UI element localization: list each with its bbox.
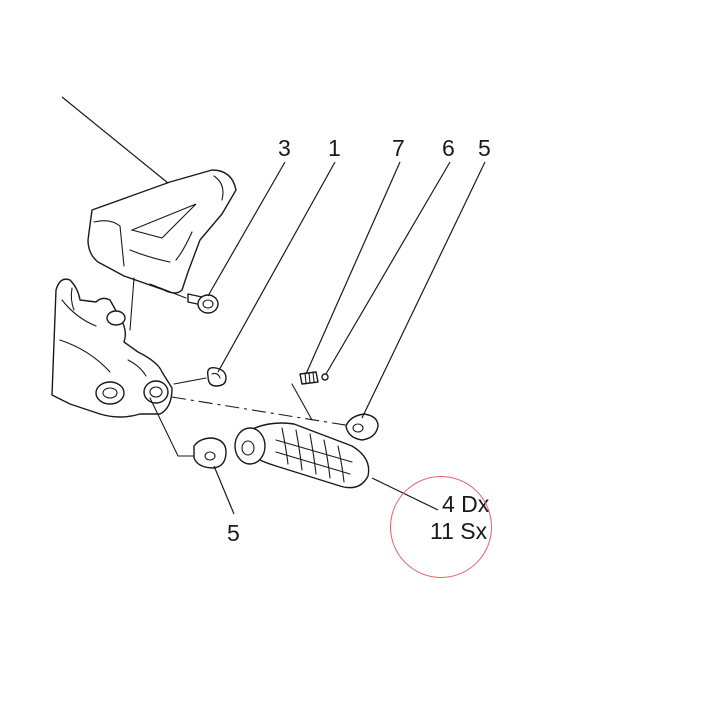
highlight-circle [390,476,492,578]
callout-3: 3 [278,135,291,161]
pin-axis-line [173,377,207,385]
callout-5-bottom: 5 [227,520,240,546]
washer-part-5-lower [193,437,227,469]
callout-5-top: 5 [478,135,491,161]
pivot-axis-line [171,396,377,431]
footpeg-part-4-11 [234,422,370,489]
spring-part-7 [299,371,319,385]
leader-5-lower [213,465,235,515]
footrest-bracket [51,278,173,418]
footpeg-axis-line [291,383,313,421]
leader-1 [217,161,336,373]
heel-guard-plate [87,169,237,331]
callout-7: 7 [392,135,405,161]
leader-6 [325,161,451,375]
leader-7 [305,161,401,375]
leader-5-upper [361,161,486,419]
leader-3 [207,161,286,297]
callout-6: 6 [442,135,455,161]
clip-part-1 [206,366,227,387]
heel-guard-leader [61,96,169,184]
screw-part-3 [187,293,219,314]
ball-part-6 [321,373,329,381]
callout-1: 1 [328,135,341,161]
washer-part-5-upper [345,413,379,441]
